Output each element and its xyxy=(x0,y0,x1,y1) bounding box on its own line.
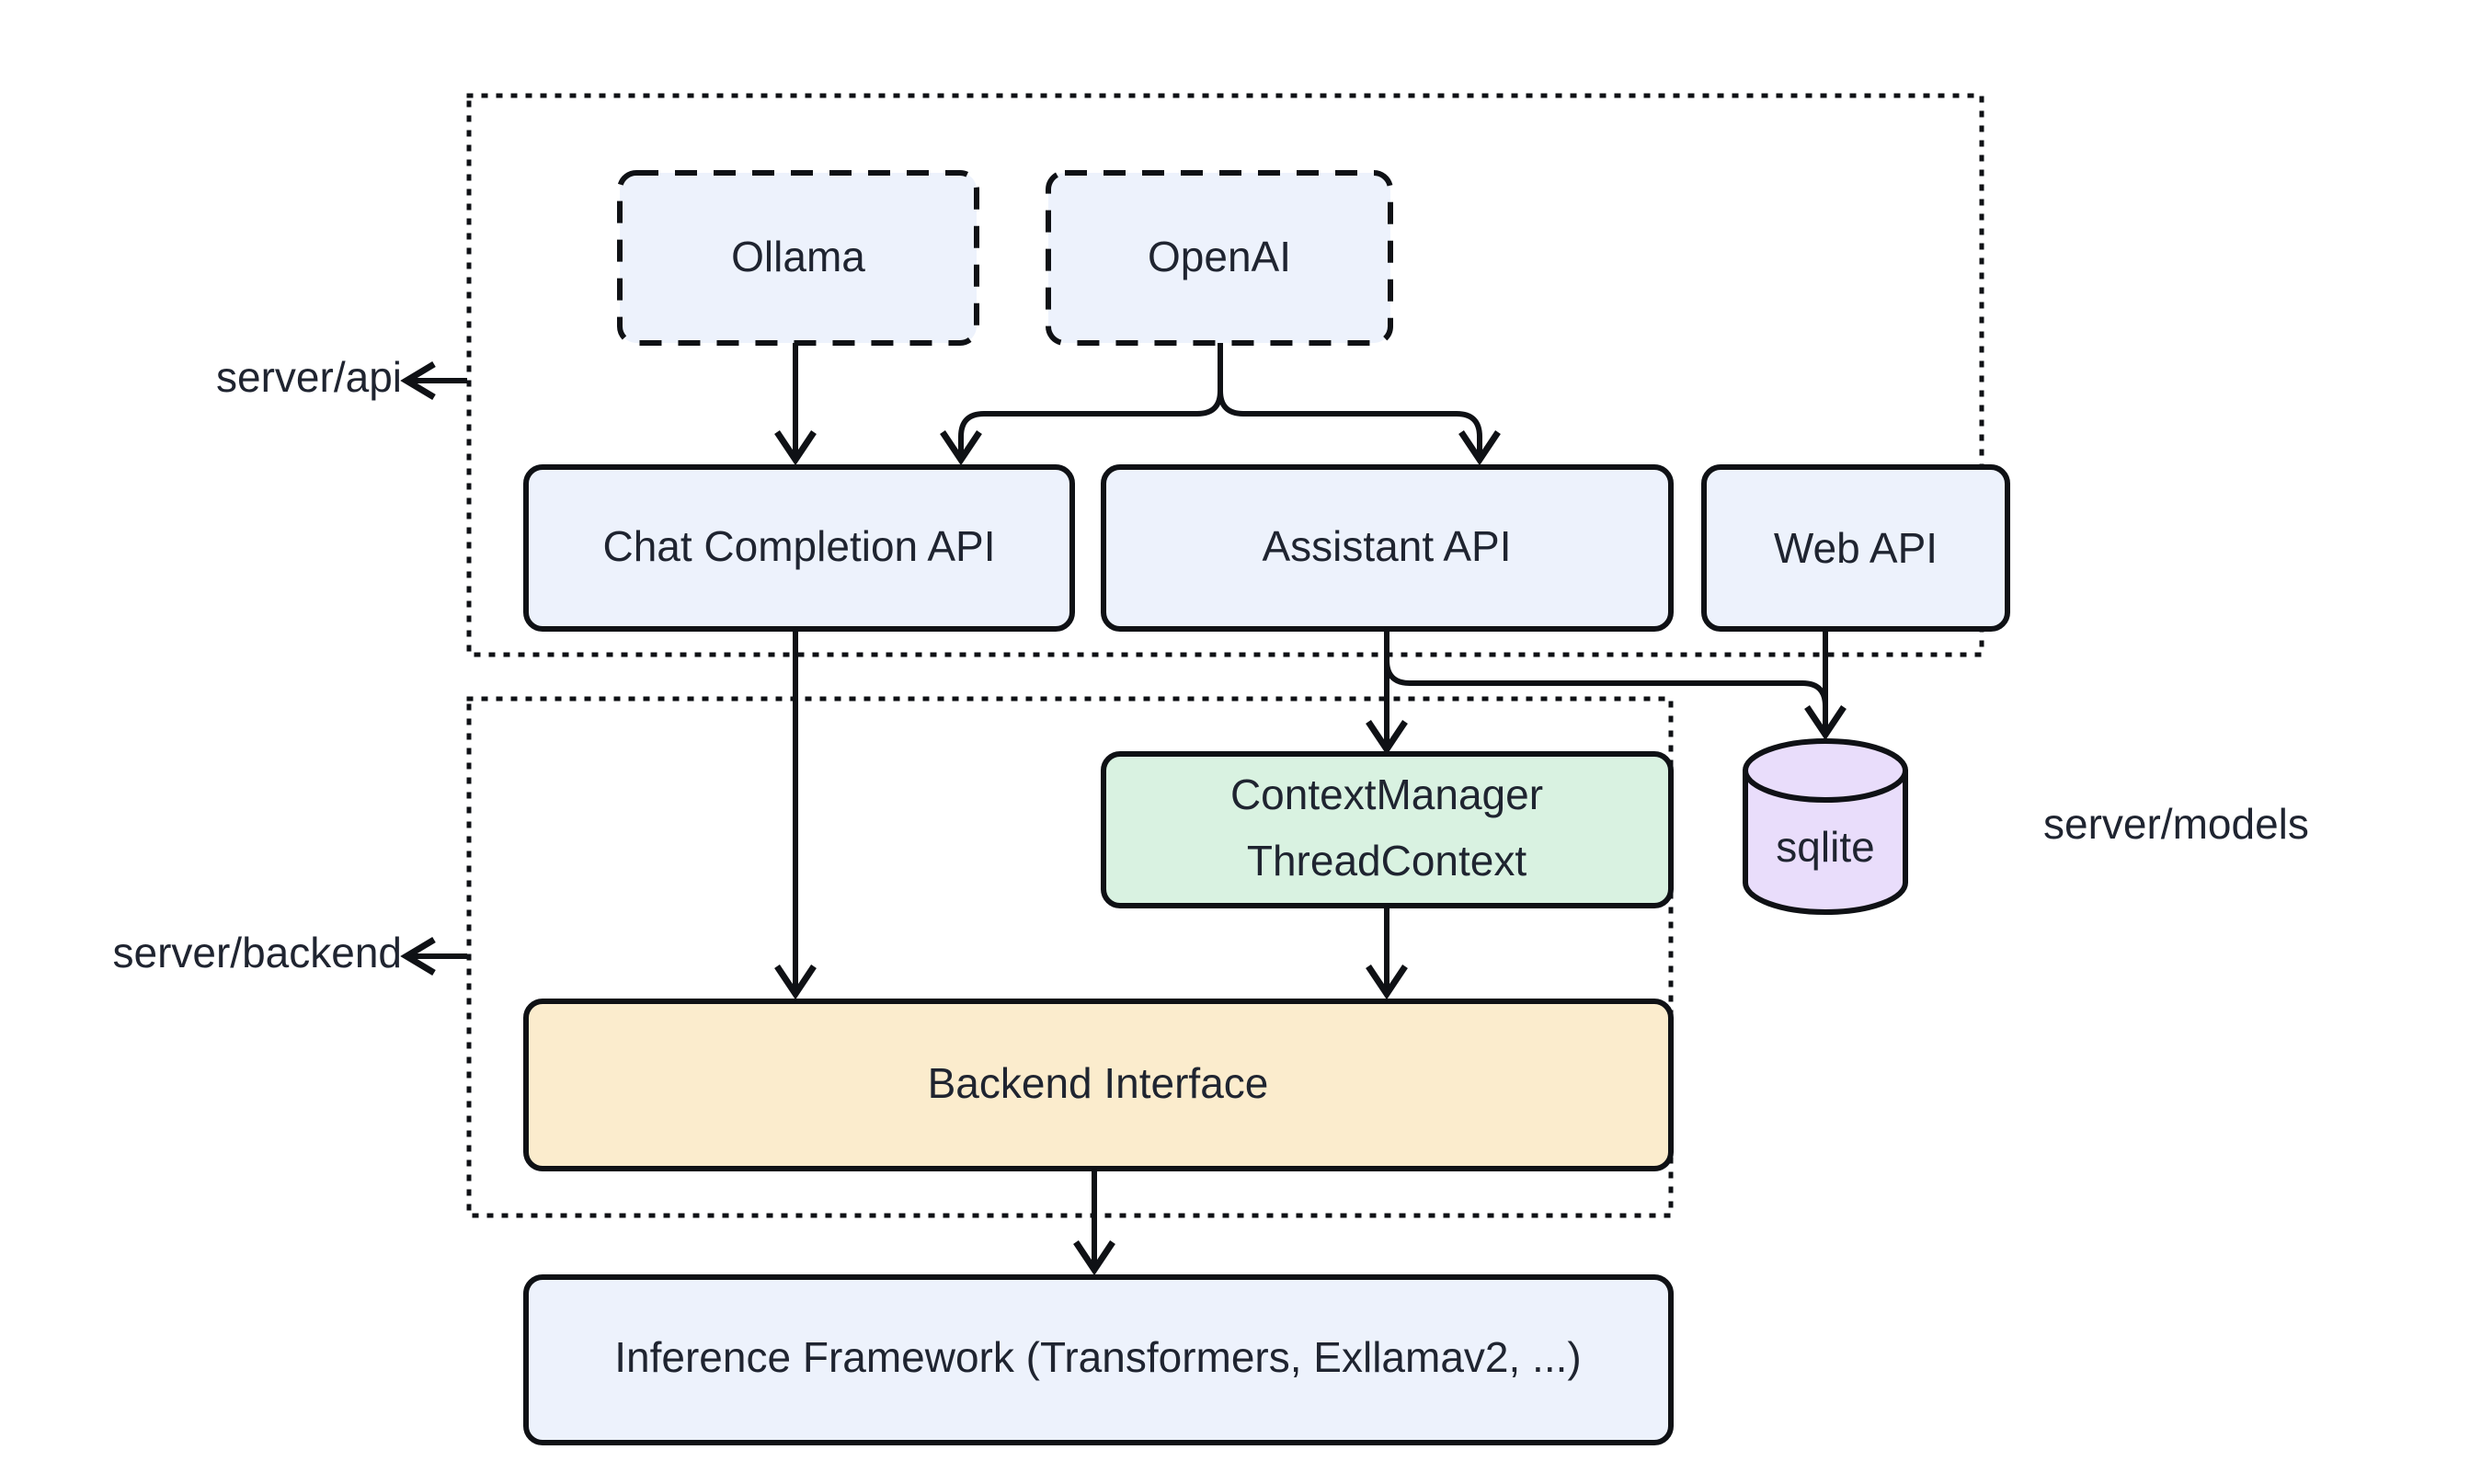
edge-assistant-api-to-sqlite xyxy=(1384,629,1847,741)
cluster-server-api xyxy=(466,93,1984,657)
edge-ollama-to-chat-api xyxy=(774,343,817,466)
cluster-label-server-backend-text: server/backend xyxy=(113,929,403,976)
node-contextmanager[interactable]: ContextManager ThreadContext xyxy=(1101,751,1674,908)
node-backend-interface-box[interactable] xyxy=(523,999,1674,1171)
node-ollama[interactable]: Ollama xyxy=(617,170,979,346)
node-contextmanager-box[interactable] xyxy=(1101,751,1674,908)
node-sqlite-cylinder-body[interactable] xyxy=(1743,768,1908,915)
node-inference-framework-label: Inference Framework (Transformers, Exlla… xyxy=(614,1333,1581,1381)
node-openai-box[interactable] xyxy=(1046,170,1393,346)
cluster-label-server-models-text: server/models xyxy=(2043,800,2309,848)
node-inference-framework-box[interactable] xyxy=(523,1274,1674,1445)
edge-backend-interface-to-inference xyxy=(1073,1169,1115,1276)
node-openai-label: OpenAI xyxy=(1148,233,1291,280)
node-contextmanager-label-line1: ContextManager xyxy=(1230,771,1543,818)
node-assistant-api-label: Assistant API xyxy=(1262,522,1511,570)
edge-chat-api-to-backend-interface xyxy=(774,629,817,1000)
node-chat-completion-api[interactable]: Chat Completion API xyxy=(523,464,1075,632)
node-contextmanager-label-line2: ThreadContext xyxy=(1247,837,1527,885)
cluster-label-server-models: server/models xyxy=(2043,800,2309,848)
node-backend-interface[interactable]: Backend Interface xyxy=(523,999,1674,1171)
edge-openai-to-assistant-api xyxy=(1218,343,1501,466)
cluster-label-server-backend: server/backend xyxy=(113,929,467,976)
node-sqlite-cylinder-top[interactable] xyxy=(1743,738,1908,803)
node-inference-framework[interactable]: Inference Framework (Transformers, Exlla… xyxy=(523,1274,1674,1445)
node-sqlite-label: sqlite xyxy=(1776,823,1874,871)
edge-openai-to-chat-api xyxy=(940,343,1223,466)
node-web-api-label: Web API xyxy=(1774,524,1938,572)
edge-contextmanager-to-backend-interface xyxy=(1366,906,1408,1000)
node-web-api-box[interactable] xyxy=(1701,464,2010,632)
cluster-label-server-api-text: server/api xyxy=(216,353,402,401)
node-ollama-label: Ollama xyxy=(731,233,865,280)
node-backend-interface-label: Backend Interface xyxy=(928,1059,1269,1107)
node-assistant-api-box[interactable] xyxy=(1101,464,1674,632)
cluster-label-server-api: server/api xyxy=(216,353,467,401)
node-web-api[interactable]: Web API xyxy=(1701,464,2010,632)
node-ollama-box[interactable] xyxy=(617,170,979,346)
cluster-server-backend xyxy=(466,696,1674,1218)
cluster-arrow-server-backend-head xyxy=(400,936,436,976)
node-chat-completion-api-box[interactable] xyxy=(523,464,1075,632)
node-openai[interactable]: OpenAI xyxy=(1046,170,1393,346)
node-assistant-api[interactable]: Assistant API xyxy=(1101,464,1674,632)
cluster-arrow-server-api-head xyxy=(400,360,436,401)
node-sqlite[interactable]: sqlite xyxy=(1743,738,1908,915)
node-chat-completion-api-label: Chat Completion API xyxy=(602,522,995,570)
